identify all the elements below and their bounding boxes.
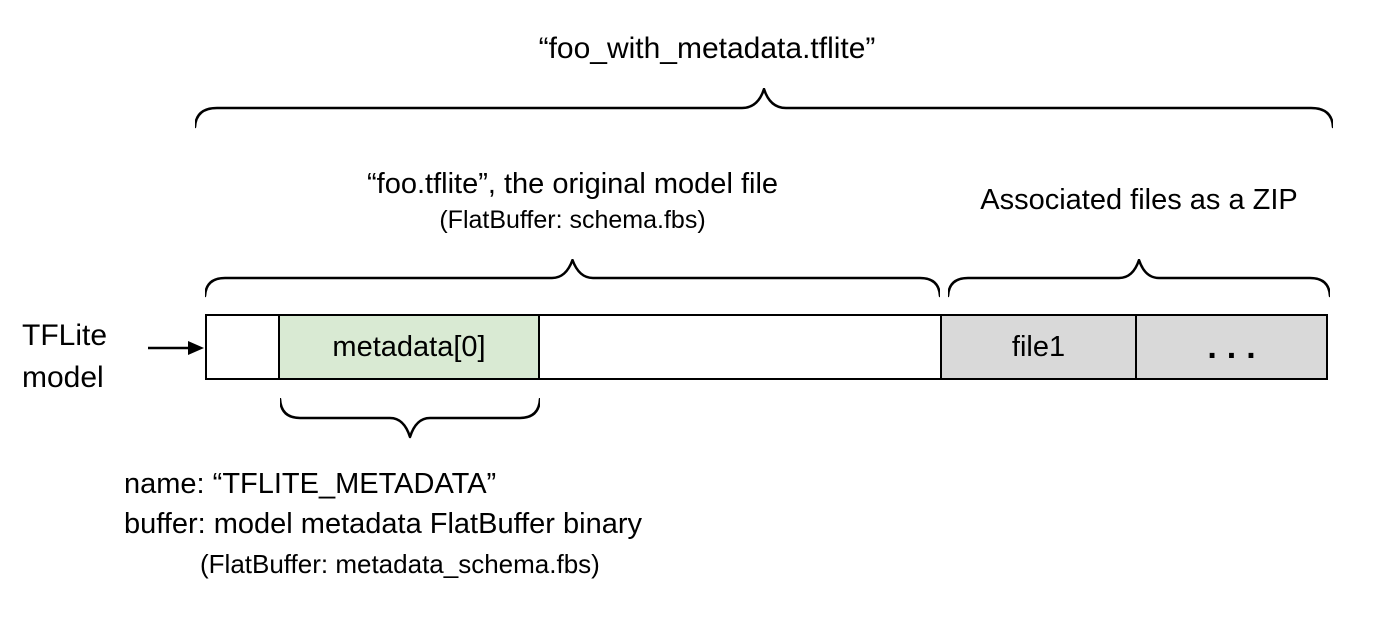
metadata-note-buffer: buffer: model metadata FlatBuffer binary	[124, 508, 642, 540]
model-layout-bar: metadata[0] file1 ...	[205, 314, 1328, 380]
tflite-model-label: TFLite model	[22, 315, 107, 399]
original-model-label-line1: “foo.tflite”, the original model file	[366, 168, 779, 200]
brace-associated-files	[948, 259, 1330, 298]
segment-metadata: metadata[0]	[278, 316, 538, 378]
tflite-model-label-line2: model	[22, 361, 104, 394]
tflite-model-label-line1: TFLite	[22, 319, 108, 352]
original-model-label-line2: (FlatBuffer: schema.fbs)	[439, 206, 706, 234]
diagram-title: “foo_with_metadata.tflite”	[538, 32, 876, 65]
segment-empty-body	[538, 316, 940, 378]
original-model-label: “foo.tflite”, the original model file (F…	[205, 166, 940, 236]
segment-empty-lead	[207, 316, 278, 378]
metadata-note-schema: (FlatBuffer: metadata_schema.fbs)	[200, 549, 600, 579]
associated-files-label: Associated files as a ZIP	[980, 184, 1298, 216]
metadata-note: name: “TFLITE_METADATA” buffer: model me…	[124, 464, 642, 582]
brace-metadata-detail	[280, 398, 540, 439]
brace-whole-file	[195, 88, 1333, 129]
metadata-note-name: name: “TFLITE_METADATA”	[124, 468, 497, 500]
segment-more-files: ...	[1135, 316, 1326, 378]
arrow-icon	[148, 341, 204, 355]
brace-original-model	[205, 259, 940, 298]
segment-file1: file1	[940, 316, 1135, 378]
